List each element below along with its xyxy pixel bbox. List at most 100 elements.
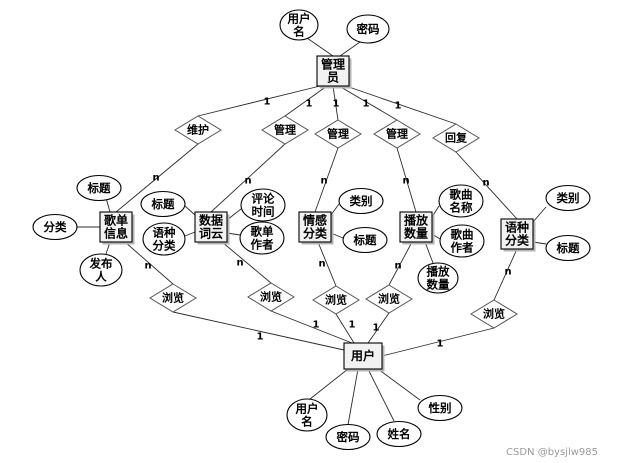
- connector-line: [184, 205, 196, 216]
- connector-line: [284, 85, 328, 117]
- connector-line: [335, 313, 355, 344]
- attribute-label: 语种: [153, 226, 176, 240]
- attribute-admin_password: 密码: [346, 14, 390, 44]
- connector-line: [105, 197, 111, 213]
- connector-line: [381, 327, 495, 357]
- attribute-label: 评论: [252, 192, 275, 206]
- connector-line: [388, 241, 413, 286]
- relationship-manage_emotion: 管理: [314, 119, 362, 149]
- attribute-ellipse: [338, 187, 384, 215]
- attribute-label: 标题: [151, 197, 175, 211]
- cardinality-label: 1: [349, 320, 356, 331]
- attribute-label: 歌单: [251, 225, 274, 239]
- relationship-label: 管理: [327, 127, 349, 141]
- cardinality-label: n: [318, 259, 325, 270]
- entity-label: 用户: [350, 348, 375, 363]
- connector-line: [330, 203, 340, 216]
- relationship-browse_playlist: 浏览: [149, 283, 197, 313]
- cardinality-label: 1: [373, 323, 380, 334]
- connector-line: [367, 312, 390, 344]
- attribute-label: 用户: [295, 402, 319, 416]
- connector-line: [424, 241, 434, 264]
- connector-line: [455, 151, 518, 220]
- connector-line: [396, 147, 417, 213]
- entity-box: [316, 55, 350, 87]
- cardinality-label: 1: [313, 320, 320, 331]
- watermark: CSDN @bysjlw985: [506, 447, 598, 458]
- cardinality-label: n: [482, 178, 489, 189]
- connector-line: [306, 37, 334, 57]
- entity-box: [343, 342, 383, 370]
- attribute-ellipse: [342, 226, 388, 254]
- entity-box: [298, 211, 332, 243]
- connector-line: [367, 368, 395, 422]
- cardinality-label: n: [236, 258, 243, 269]
- relationship-label: 浏览: [260, 290, 282, 304]
- attribute-playlist_category: 分类: [32, 213, 78, 241]
- attribute-ellipse: [240, 188, 286, 222]
- cardinality-label: n: [504, 267, 511, 278]
- attribute-user_name: 姓名: [376, 420, 422, 448]
- relationship-label: 浏览: [378, 292, 400, 306]
- attribute-ellipse: [32, 213, 78, 241]
- cardinality-label: n: [394, 261, 401, 272]
- attribute-playlist_title: 标题: [76, 174, 122, 202]
- attribute-ellipse: [438, 184, 484, 218]
- attribute-label: 密码: [336, 430, 360, 444]
- relationship-label: 回复: [445, 131, 468, 145]
- cardinality-label: n: [152, 173, 159, 184]
- connector-line: [309, 368, 349, 400]
- cardinality-label: 1: [264, 97, 271, 108]
- attribute-admin_username: 用户名: [279, 9, 319, 41]
- attribute-label: 时间: [252, 205, 275, 219]
- cardinality-label: 1: [437, 339, 444, 350]
- relationship-label: 浏览: [325, 293, 347, 307]
- relationship-diamond: [247, 282, 295, 312]
- cardinality-label: n: [402, 176, 409, 187]
- entity-label: 词云: [199, 227, 223, 241]
- attribute-user_username: 用户名: [286, 398, 328, 432]
- connector-line: [493, 248, 518, 301]
- entity-box: [500, 218, 534, 250]
- relationship-diamond: [432, 123, 480, 153]
- relationship-label: 管理: [386, 127, 408, 141]
- entity-label: 歌单: [104, 213, 128, 228]
- relationship-diamond: [373, 119, 421, 149]
- connector-line: [332, 85, 339, 121]
- attribute-playlist_publisher: 发布人: [79, 253, 123, 287]
- attribute-ellipse: [439, 224, 485, 258]
- cardinality-label: n: [144, 261, 151, 272]
- relationship-diamond: [314, 119, 362, 149]
- attribute-ellipse: [79, 253, 123, 287]
- entity-admin: 管理员: [316, 55, 352, 89]
- connector-line: [115, 143, 199, 213]
- entity-label: 数量: [404, 226, 428, 241]
- entity-box: [194, 211, 228, 243]
- relationship-browse_plays: 浏览: [365, 284, 413, 314]
- cardinality-label: 1: [306, 99, 313, 110]
- attribute-label: 密码: [356, 22, 380, 36]
- relationship-manage_plays: 管理: [373, 119, 421, 149]
- attribute-lyric_title: 标题: [140, 190, 186, 218]
- attribute-label: 类别: [557, 191, 580, 205]
- entity-label: 员: [327, 71, 339, 85]
- attribute-label: 标题: [87, 181, 111, 195]
- relationship-diamond: [174, 115, 222, 145]
- attribute-language_title: 标题: [545, 234, 591, 262]
- relationship-reply: 回复: [432, 123, 480, 153]
- attribute-ellipse: [140, 190, 186, 218]
- connector-line: [377, 368, 421, 401]
- entity-label: 数据: [199, 213, 223, 228]
- attribute-emotion_title: 标题: [342, 226, 388, 254]
- attribute-ellipse: [346, 14, 390, 44]
- relationship-manage_lyric: 管理: [261, 115, 309, 145]
- attribute-label: 播放: [427, 265, 450, 279]
